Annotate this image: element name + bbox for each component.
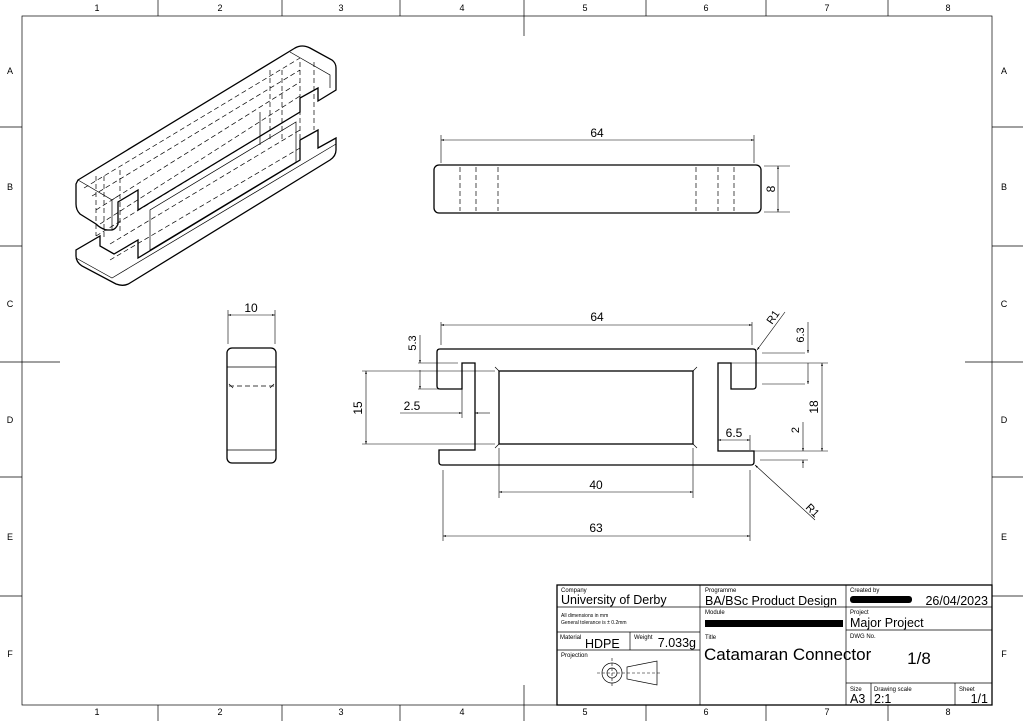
projection-label: Projection: [561, 653, 588, 659]
company: University of Derby: [561, 593, 667, 607]
row-label: C: [1001, 299, 1008, 309]
side-view: 10: [226, 301, 277, 464]
programme: BA/BSc Product Design: [705, 594, 837, 608]
third-angle-projection-symbol: [597, 658, 662, 688]
dim-top-length: 64: [590, 126, 604, 140]
created-by-label: Created by: [850, 588, 879, 594]
dim-side-width: 10: [244, 301, 258, 315]
dim-5-3: 5.3: [407, 335, 419, 350]
isometric-view: [75, 45, 337, 286]
column-label: 6: [703, 707, 708, 717]
column-label: 3: [338, 707, 343, 717]
row-label: E: [1001, 532, 1007, 542]
material: HDPE: [585, 637, 620, 651]
row-label: D: [7, 415, 14, 425]
row-label: D: [1001, 415, 1008, 425]
column-label: 4: [459, 707, 464, 717]
column-label: 8: [945, 3, 950, 13]
column-label: 5: [582, 707, 587, 717]
column-label: 2: [217, 3, 222, 13]
size-label: Size: [850, 687, 862, 693]
column-label: 1: [94, 707, 99, 717]
scale: 2:1: [874, 692, 891, 706]
dim-2-5: 2.5: [404, 399, 421, 413]
title-label: Title: [705, 635, 717, 641]
size: A3: [850, 692, 865, 706]
row-label: F: [7, 649, 13, 659]
row-label: A: [7, 66, 13, 76]
dim-overall-bottom: 63: [589, 521, 603, 535]
dim-overall-top: 64: [590, 310, 604, 324]
column-label: 4: [459, 3, 464, 13]
row-label: A: [1001, 66, 1007, 76]
title-block: Company University of Derby Programme BA…: [556, 584, 993, 706]
front-view: 64 R1 5.3 15 2.5 6.3 18 2 6.5: [351, 308, 828, 541]
row-label: B: [1001, 182, 1007, 192]
dim-radius-top: R1: [765, 308, 783, 326]
project: Major Project: [850, 616, 924, 630]
column-label: 2: [217, 707, 222, 717]
row-label: B: [7, 182, 13, 192]
programme-label: Programme: [705, 588, 737, 594]
dim-radius-bottom: R1: [803, 502, 821, 520]
row-label: C: [7, 299, 14, 309]
scale-label: Drawing scale: [874, 687, 912, 693]
created-date: 26/04/2023: [925, 594, 988, 608]
company-label: Company: [561, 588, 587, 594]
top-view: 64 8: [433, 126, 790, 214]
column-label: 3: [338, 3, 343, 13]
redacted-author: [850, 596, 912, 603]
dwg-no-label: DWG No.: [850, 634, 876, 640]
module-label: Module: [705, 610, 725, 616]
column-label: 7: [824, 707, 829, 717]
redacted-module: [705, 620, 843, 627]
material-label: Material: [560, 635, 581, 641]
dim-2: 2: [790, 427, 802, 433]
row-label: E: [7, 532, 13, 542]
dim-top-height: 8: [764, 185, 778, 192]
notes-line-2: General tolerance is ± 0.2mm: [561, 620, 627, 626]
column-label: 5: [582, 3, 587, 13]
notes-line-1: All dimensions in mm: [561, 613, 608, 619]
dim-15: 15: [351, 401, 365, 415]
drawing-title: Catamaran Connector: [704, 645, 872, 664]
sheet: 1/1: [971, 692, 988, 706]
column-label: 8: [945, 707, 950, 717]
dwg-no: 1/8: [907, 649, 931, 668]
dim-6-3: 6.3: [795, 327, 807, 342]
column-label: 1: [94, 3, 99, 13]
sheet-label: Sheet: [959, 687, 975, 693]
dim-6-5: 6.5: [726, 426, 743, 440]
column-label: 7: [824, 3, 829, 13]
weight: 7.033g: [658, 636, 696, 650]
column-label: 6: [703, 3, 708, 13]
weight-label: Weight: [634, 635, 653, 641]
row-label: F: [1001, 649, 1007, 659]
project-label: Project: [850, 610, 869, 616]
dim-18: 18: [807, 400, 821, 414]
dim-inner: 40: [589, 478, 603, 492]
